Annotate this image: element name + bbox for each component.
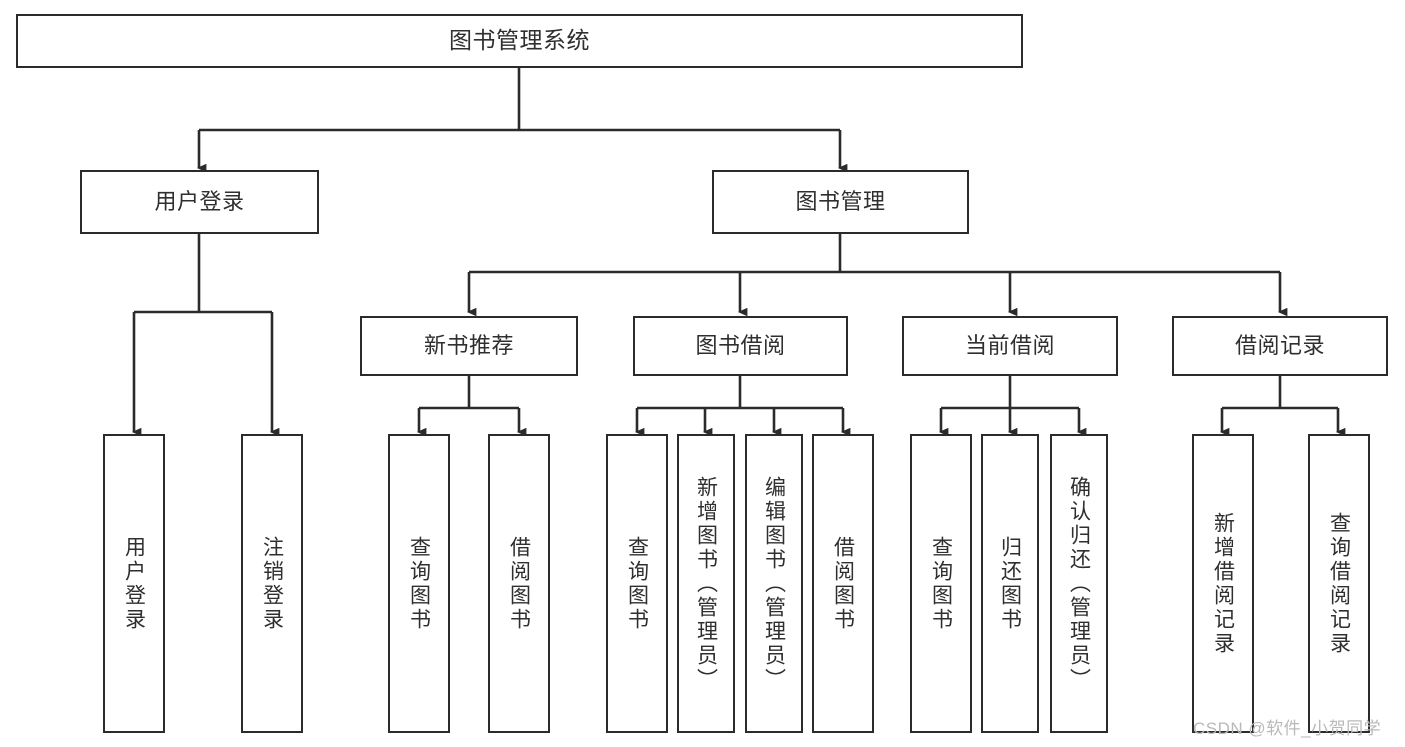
node-root[interactable]: 图书管理系统: [16, 14, 1023, 68]
node-book-management-label: 图书管理: [795, 189, 886, 215]
node-current-borrowing-label: 当前借阅: [964, 333, 1055, 359]
node-borrow-records-label: 借阅记录: [1234, 333, 1325, 359]
leaf-add-book-admin-label: 新增图书（管理员）: [694, 475, 718, 692]
node-borrow-records[interactable]: 借阅记录: [1172, 316, 1388, 376]
leaf-logout-label: 注销登录: [260, 535, 284, 632]
leaf-confirm-return-admin[interactable]: 确认归还（管理员）: [1050, 434, 1108, 733]
leaf-query-borrow-record-label: 查询借阅记录: [1327, 511, 1351, 656]
node-user-login-label: 用户登录: [154, 189, 245, 215]
leaf-borrow-book-newbook-label: 借阅图书: [507, 535, 531, 632]
leaf-query-book-newbook-label: 查询图书: [407, 535, 431, 632]
leaf-logout[interactable]: 注销登录: [241, 434, 303, 733]
leaf-return-book[interactable]: 归还图书: [981, 434, 1039, 733]
leaf-edit-book-admin-label: 编辑图书（管理员）: [762, 475, 786, 692]
leaf-query-book-current[interactable]: 查询图书: [910, 434, 972, 733]
leaf-add-borrow-record[interactable]: 新增借阅记录: [1192, 434, 1254, 733]
leaf-borrow-book-newbook[interactable]: 借阅图书: [488, 434, 550, 733]
node-user-login[interactable]: 用户登录: [80, 170, 319, 234]
node-current-borrowing[interactable]: 当前借阅: [902, 316, 1118, 376]
node-root-label: 图书管理系统: [449, 27, 590, 54]
node-book-management[interactable]: 图书管理: [712, 170, 969, 234]
leaf-query-book-newbook[interactable]: 查询图书: [388, 434, 450, 733]
leaf-add-borrow-record-label: 新增借阅记录: [1211, 511, 1235, 656]
leaf-query-book-borrow-label: 查询图书: [625, 535, 649, 632]
leaf-edit-book-admin[interactable]: 编辑图书（管理员）: [745, 434, 803, 733]
leaf-query-borrow-record[interactable]: 查询借阅记录: [1308, 434, 1370, 733]
leaf-borrow-book[interactable]: 借阅图书: [812, 434, 874, 733]
leaf-user-login-label: 用户登录: [122, 535, 146, 632]
leaf-return-book-label: 归还图书: [998, 535, 1022, 632]
node-new-book-recommendation[interactable]: 新书推荐: [360, 316, 578, 376]
leaf-query-book-current-label: 查询图书: [929, 535, 953, 632]
leaf-query-book-borrow[interactable]: 查询图书: [606, 434, 668, 733]
node-book-borrowing[interactable]: 图书借阅: [633, 316, 848, 376]
leaf-user-login[interactable]: 用户登录: [103, 434, 165, 733]
node-book-borrowing-label: 图书借阅: [695, 333, 786, 359]
leaf-borrow-book-label: 借阅图书: [831, 535, 855, 632]
node-new-book-recommendation-label: 新书推荐: [423, 333, 514, 359]
watermark: CSDN @软件_小贺同学: [1193, 719, 1382, 738]
leaf-confirm-return-admin-label: 确认归还（管理员）: [1067, 475, 1091, 692]
leaf-add-book-admin[interactable]: 新增图书（管理员）: [677, 434, 735, 733]
